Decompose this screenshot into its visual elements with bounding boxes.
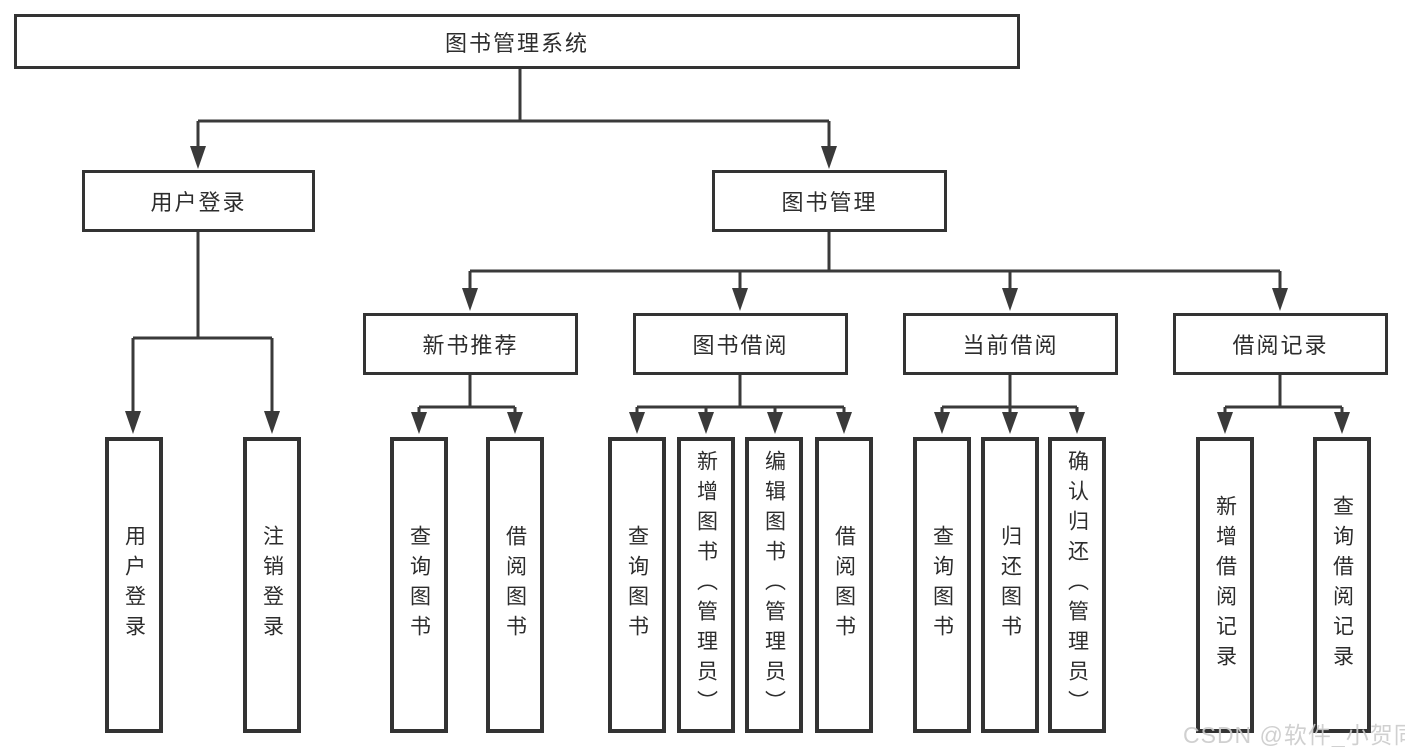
node-book-borrowing-label: 图书借阅 <box>692 333 789 358</box>
arrowhead-icon <box>836 412 852 434</box>
arrowhead-icon <box>411 412 427 434</box>
arrowhead-icon <box>767 412 783 434</box>
node-new-book-recommend-label: 新书推荐 <box>422 333 519 358</box>
arrowhead-icon <box>507 412 523 434</box>
leaf-recommend-query-books: 查询图书 <box>390 437 448 733</box>
node-book-borrowing: 图书借阅 <box>633 313 848 375</box>
arrowhead-icon <box>1334 412 1350 434</box>
arrowhead-icon <box>125 411 141 434</box>
leaf-edit-books-admin-label: 编辑图书（管理员） <box>762 450 786 720</box>
node-borrow-records: 借阅记录 <box>1173 313 1388 375</box>
leaf-borrowing-borrow-books: 借阅图书 <box>815 437 873 733</box>
arrowhead-icon <box>1069 412 1085 434</box>
leaf-borrowing-borrow-books-label: 借阅图书 <box>832 525 856 645</box>
leaf-recommend-borrow-books: 借阅图书 <box>486 437 544 733</box>
node-borrow-records-label: 借阅记录 <box>1232 333 1329 358</box>
node-current-borrowing-label: 当前借阅 <box>962 333 1059 358</box>
arrowhead-icon <box>732 288 748 311</box>
leaf-return-books: 归还图书 <box>981 437 1039 733</box>
leaf-borrowing-query-books: 查询图书 <box>608 437 666 733</box>
leaf-edit-books-admin: 编辑图书（管理员） <box>745 437 803 733</box>
leaf-add-borrow-record: 新增借阅记录 <box>1196 437 1254 733</box>
leaf-logout-label: 注销登录 <box>260 525 284 645</box>
leaf-confirm-return-admin: 确认归还（管理员） <box>1048 437 1106 733</box>
node-current-borrowing: 当前借阅 <box>903 313 1118 375</box>
csdn-watermark: CSDN @软件_小贺同学 <box>1183 722 1405 747</box>
leaf-user-login: 用户登录 <box>105 437 163 733</box>
arrowhead-icon <box>190 146 206 169</box>
connector-current-to-leaves <box>940 375 1079 414</box>
leaf-query-borrow-record-label: 查询借阅记录 <box>1330 495 1354 675</box>
arrowhead-icon <box>1272 288 1288 311</box>
connector-login-to-leaves <box>131 232 274 412</box>
arrowhead-icon <box>264 411 280 434</box>
node-user-login-label: 用户登录 <box>150 190 247 215</box>
leaf-recommend-borrow-books-label: 借阅图书 <box>503 525 527 645</box>
connector-recommend-to-leaves <box>417 375 517 414</box>
node-root-system: 图书管理系统 <box>14 14 1020 69</box>
node-book-management-label: 图书管理 <box>781 190 878 215</box>
leaf-borrowing-query-books-label: 查询图书 <box>625 525 649 645</box>
node-root-label: 图书管理系统 <box>444 30 589 56</box>
arrowhead-icon <box>1002 288 1018 311</box>
connector-records-to-leaves <box>1223 375 1344 414</box>
arrowhead-icon <box>1002 412 1018 434</box>
connector-mgmt-to-sections <box>468 232 1282 290</box>
node-book-management: 图书管理 <box>712 170 947 232</box>
leaf-query-borrow-record: 查询借阅记录 <box>1313 437 1371 733</box>
arrowhead-icon <box>1217 412 1233 434</box>
leaf-current-query-books-label: 查询图书 <box>930 525 954 645</box>
leaf-return-books-label: 归还图书 <box>998 525 1022 645</box>
arrowhead-icon <box>821 146 837 169</box>
leaf-confirm-return-admin-label: 确认归还（管理员） <box>1065 450 1089 720</box>
leaf-user-login-label: 用户登录 <box>122 525 146 645</box>
leaf-add-books-admin: 新增图书（管理员） <box>677 437 735 733</box>
connector-borrow-to-leaves <box>635 375 846 414</box>
arrowhead-icon <box>462 288 478 311</box>
arrowhead-icon <box>698 412 714 434</box>
node-new-book-recommend: 新书推荐 <box>363 313 578 375</box>
arrowhead-icon <box>934 412 950 434</box>
connector-root-to-level2 <box>196 69 831 147</box>
node-user-login: 用户登录 <box>82 170 315 232</box>
leaf-add-books-admin-label: 新增图书（管理员） <box>694 450 718 720</box>
leaf-current-query-books: 查询图书 <box>913 437 971 733</box>
leaf-logout: 注销登录 <box>243 437 301 733</box>
arrowhead-icon <box>629 412 645 434</box>
leaf-add-borrow-record-label: 新增借阅记录 <box>1213 495 1237 675</box>
leaf-recommend-query-books-label: 查询图书 <box>407 525 431 645</box>
